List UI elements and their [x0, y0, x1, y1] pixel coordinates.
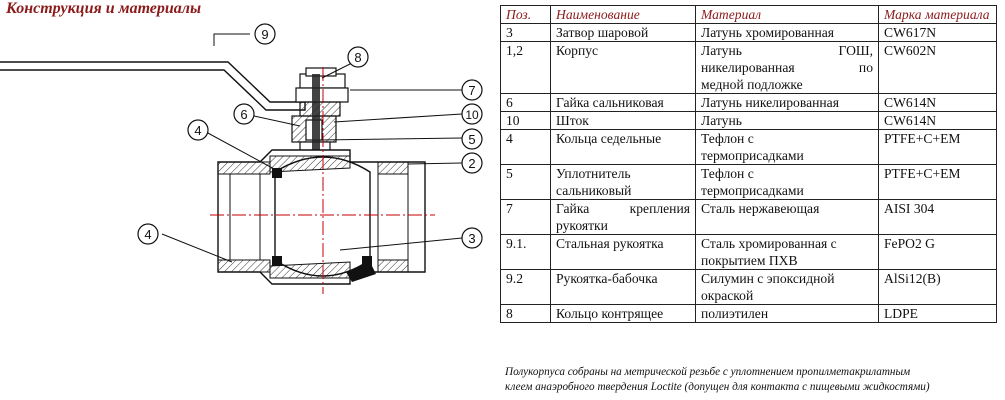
table-row: 3 Затвор шаровой Латунь хромированная CW…: [500, 23, 997, 42]
svg-text:4: 4: [144, 227, 151, 242]
cell-name: Кольца седельные: [550, 129, 696, 165]
cell-name: Корпус: [550, 41, 696, 94]
cell-grade: CW614N: [878, 111, 997, 130]
cell-material: Латунь никелированная: [695, 93, 879, 112]
cell-material: Сталь хромированная с покрытием ПХВ: [695, 234, 879, 270]
cell-material: Тефлон с термоприсадками: [695, 164, 879, 200]
stem-assembly: [291, 67, 349, 164]
table-row: 9.2 Рукоятка-бабочка Силумин с эпоксидно…: [500, 269, 997, 305]
svg-text:6: 6: [240, 107, 247, 122]
cell-grade: LDPE: [878, 304, 997, 323]
cell-grade: CW617N: [878, 23, 997, 42]
table-row: 8 Кольцо контрящее полиэтилен LDPE: [500, 304, 997, 323]
handle: [0, 61, 306, 111]
table-row: 6 Гайка сальниковая Латунь никелированна…: [500, 93, 997, 112]
cell-pos: 1,2: [500, 41, 551, 94]
section-title: Конструкция и материалы: [6, 0, 202, 17]
cell-pos: 3: [500, 23, 551, 42]
callout-10: 10: [461, 103, 483, 125]
table-row: 9.1. Стальная рукоятка Сталь хромированн…: [500, 234, 997, 270]
cell-pos: 7: [500, 199, 551, 235]
cell-pos: 5: [500, 164, 551, 200]
cell-name: Шток: [550, 111, 696, 130]
cell-grade: PTFE+C+EM: [878, 129, 997, 165]
svg-text:8: 8: [354, 50, 361, 65]
callout-3: 3: [461, 227, 483, 249]
cell-pos: 6: [500, 93, 551, 112]
cell-grade: AISI 304: [878, 199, 997, 235]
cell-grade: CW614N: [878, 93, 997, 112]
callout-2: 2: [461, 152, 483, 174]
table-row: 7 Гайка крепления рукоятки Сталь нержаве…: [500, 199, 997, 235]
header-pos: Поз.: [500, 5, 551, 24]
cell-name: Затвор шаровой: [550, 23, 696, 42]
header-grade: Марка материала: [878, 5, 997, 24]
cell-grade: PTFE+C+EM: [878, 164, 997, 200]
svg-text:7: 7: [468, 83, 475, 98]
cell-material: Латунь хромированная: [695, 23, 879, 42]
cell-material: Латунь: [695, 111, 879, 130]
cell-name: Рукоятка-бабочка: [550, 269, 696, 305]
table-header-row: Поз. Наименование Материал Марка материа…: [500, 5, 997, 24]
ball-valve-drawing: 9 8 7 10 5 2 4 6 4 3: [0, 23, 483, 294]
cell-grade: FePO2 G: [878, 234, 997, 270]
cell-material: Сталь нержавеющая: [695, 199, 879, 235]
cell-pos: 8: [500, 304, 551, 323]
header-name: Наименование: [550, 5, 696, 24]
table-row: 4 Кольца седельные Тефлон с термоприсадк…: [500, 129, 997, 165]
callout-8: 8: [347, 46, 369, 68]
callout-4-upper: 4: [187, 119, 209, 141]
valve-body: [210, 67, 435, 294]
cell-name: Стальная рукоятка: [550, 234, 696, 270]
callout-9: 9: [254, 23, 276, 45]
cell-name: Кольцо контрящее: [550, 304, 696, 323]
svg-text:5: 5: [468, 132, 475, 147]
cell-pos: 10: [500, 111, 551, 130]
callout-5: 5: [461, 128, 483, 150]
cell-name: Гайка сальниковая: [550, 93, 696, 112]
cell-material: Латунь ГОШ, никелированная по медной под…: [695, 41, 879, 94]
table-row: 1,2 Корпус Латунь ГОШ, никелированная по…: [500, 41, 997, 94]
materials-table: Поз. Наименование Материал Марка материа…: [500, 5, 997, 323]
table-row: 10 Шток Латунь CW614N: [500, 111, 997, 130]
svg-text:2: 2: [468, 156, 475, 171]
cell-pos: 4: [500, 129, 551, 165]
leader-lines: [161, 33, 468, 263]
cell-name: Уплотнитель сальниковый: [550, 164, 696, 200]
cell-grade: AlSi12(B): [878, 269, 997, 305]
cell-material: Силумин с эпоксидной окраской: [695, 269, 879, 305]
table-row: 5 Уплотнитель сальниковый Тефлон с термо…: [500, 164, 997, 200]
svg-text:10: 10: [465, 108, 479, 122]
callout-7: 7: [461, 79, 483, 101]
svg-text:4: 4: [194, 123, 201, 138]
callout-4-lower: 4: [137, 223, 159, 245]
callout-6: 6: [233, 103, 255, 125]
cell-material: Тефлон с термоприсадками: [695, 129, 879, 165]
svg-text:9: 9: [261, 27, 268, 42]
footnote-line: клеем анаэробного твердения Loctite (доп…: [505, 381, 930, 393]
cell-pos: 9.2: [500, 269, 551, 305]
header-material: Материал: [695, 5, 879, 24]
cell-grade: CW602N: [878, 41, 997, 94]
cell-pos: 9.1.: [500, 234, 551, 270]
cell-name: Гайка крепления рукоятки: [550, 199, 696, 235]
footnote-line: Полукорпуса собраны на метрической резьб…: [505, 366, 911, 378]
svg-text:3: 3: [468, 231, 475, 246]
assembly-footnote: Полукорпуса собраны на метрической резьб…: [505, 365, 1005, 395]
cell-material: полиэтилен: [695, 304, 879, 323]
